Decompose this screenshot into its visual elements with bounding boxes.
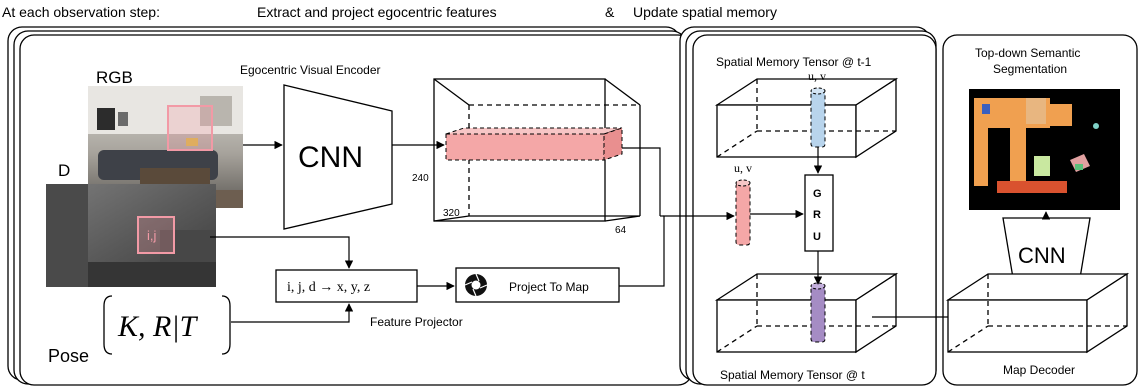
decoder-caption: Map Decoder <box>1003 363 1075 377</box>
memory-curr-title: Spatial Memory Tensor @ t <box>720 368 865 382</box>
rgb-patch-highlight <box>167 105 213 151</box>
depth-image: i,j <box>46 184 216 287</box>
encoder-connectors <box>210 140 735 323</box>
rgb-label: RGB <box>96 68 133 87</box>
decoder-title-line2: Segmentation <box>993 62 1067 76</box>
decoder-input-tensor <box>945 272 1130 354</box>
decoder-title-line1: Top-down Semantic <box>975 46 1080 60</box>
projector-equation: i, j, d → x, y, z <box>287 280 370 295</box>
pose-box: K, R|T <box>103 295 231 355</box>
tensor-height-label: 240 <box>412 173 429 184</box>
pose-formula: K, R|T <box>117 310 199 343</box>
tensor-width-label: 320 <box>443 208 460 219</box>
caption-intro: At each observation step: <box>2 4 160 20</box>
caption-extract: Extract and project egocentric features <box>257 4 497 20</box>
caption-amp: & <box>605 4 615 20</box>
memory-prev-title: Spatial Memory Tensor @ t-1 <box>716 55 872 69</box>
gru-input-cell <box>735 179 751 246</box>
encoder-cnn-label: CNN <box>298 141 363 174</box>
tensor-depth-label: 64 <box>615 225 627 236</box>
pixel-label: i,j <box>147 228 157 243</box>
encoder-cnn-trapezoid <box>283 84 393 230</box>
projector-caption: Feature Projector <box>370 315 463 329</box>
caption-update: Update spatial memory <box>633 4 777 20</box>
depth-patch-highlight <box>137 216 175 254</box>
project-to-map-label: Project To Map <box>509 280 589 294</box>
gru-letter-u: U <box>813 231 821 243</box>
aperture-icon <box>464 273 488 297</box>
feature-column <box>445 127 623 161</box>
uv-left-label: u, v <box>734 161 752 175</box>
decoder-cnn-label: CNN <box>1018 243 1066 268</box>
uv-top-label: u, v <box>808 69 826 83</box>
memory-prev-cell <box>810 87 826 148</box>
gru-letter-g: G <box>813 188 822 200</box>
memory-prev-tensor <box>714 77 899 159</box>
pose-label: Pose <box>48 346 89 366</box>
encoder-title: Egocentric Visual Encoder <box>240 63 381 77</box>
memory-curr-tensor <box>714 272 899 354</box>
semantic-map-image <box>969 89 1120 210</box>
gru-letter-r: R <box>813 209 821 221</box>
gru-box <box>804 174 834 252</box>
memory-curr-cell <box>810 282 826 343</box>
project-to-map-box <box>455 267 620 303</box>
depth-label: D <box>58 161 70 180</box>
